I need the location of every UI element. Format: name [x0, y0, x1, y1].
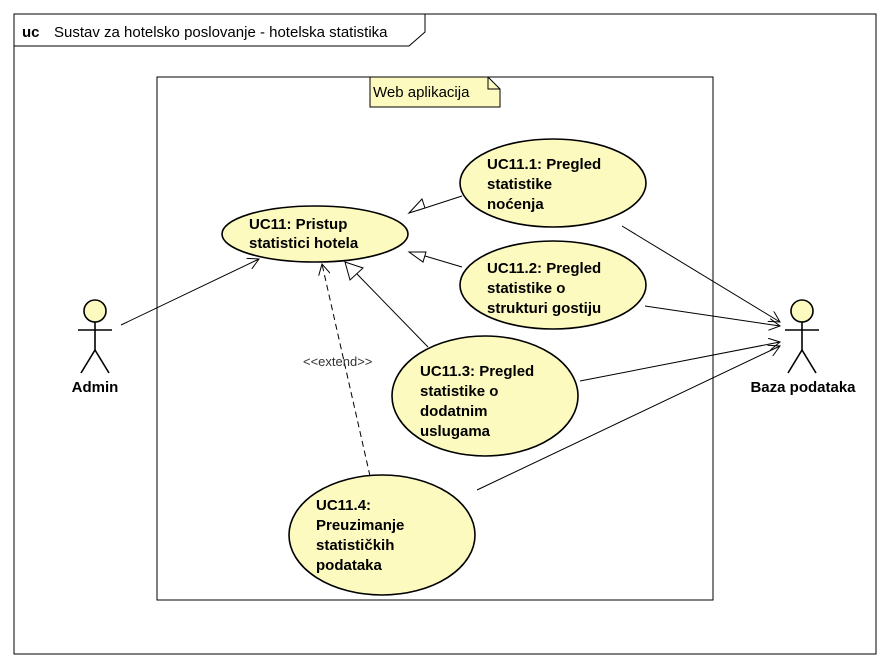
svg-text:UC11.3: Pregled statisti: UC11.3: Pregled statistike o dodatnim us…: [420, 363, 538, 440]
uc11-line-1: UC11: Pristup: [249, 216, 347, 233]
use-case-uc11[interactable]: UC11: Pristup statistici hotela: [221, 205, 409, 263]
actor-database[interactable]: Baza podataka: [750, 299, 856, 396]
svg-text:UC11: Pristup statistici: UC11: Pristup statistici hotela: [249, 216, 359, 252]
frame-title-tab: [13, 13, 426, 47]
association-admin-uc11: [120, 259, 259, 326]
use-case-uc11-3[interactable]: UC11.3: Pregled statistike o dodatnim us…: [391, 335, 579, 457]
svg-text:UC11.1: Pregled statisti: UC11.1: Pregled statistike noćenja: [487, 156, 605, 213]
use-case-uc11-4[interactable]: UC11.4: Preuzimanje statističkih podatak…: [288, 474, 476, 596]
relationships: <<extend>>: [120, 195, 780, 491]
stick-figure-icon: [785, 299, 819, 374]
association-uc11-4-database: [476, 346, 780, 491]
stick-figure-icon: [78, 299, 112, 374]
uc11-1-line-3: noćenja: [487, 196, 544, 213]
association-uc11-2-database: [644, 305, 780, 326]
svg-text:UC11.2: Pregled statisti: UC11.2: Pregled statistike o strukturi g…: [487, 260, 605, 317]
use-case-uc11-2[interactable]: UC11.2: Pregled statistike o strukturi g…: [459, 240, 647, 330]
svg-text:UC11.4: Preuzimanje: UC11.4: Preuzimanje statističkih podatak…: [316, 497, 409, 574]
uc11-line-2: statistici hotela: [249, 235, 359, 252]
note-fold-icon: [487, 77, 500, 90]
frame-title: Sustav za hotelsko poslovanje - hotelska…: [54, 24, 388, 41]
frame-keyword: uc: [22, 24, 40, 41]
uc11-3-line-2: statistike o: [420, 383, 498, 400]
association-uc11-1-database: [621, 225, 780, 322]
system-note: [369, 76, 501, 108]
uc11-3-line-4: uslugama: [420, 423, 491, 440]
generalization-uc11-1: [407, 195, 463, 215]
uc11-2-line-2: statistike o: [487, 280, 565, 297]
uc11-4-line-3: statističkih: [316, 537, 394, 554]
use-case-uc11-1[interactable]: UC11.1: Pregled statistike noćenja: [459, 138, 647, 228]
uc11-4-line-1: UC11.4:: [316, 497, 371, 514]
actor-admin-label: Admin: [72, 379, 119, 396]
uc11-2-line-3: strukturi gostiju: [487, 300, 601, 317]
generalization-uc11-2: [407, 251, 463, 268]
association-uc11-3-database: [579, 342, 780, 382]
uc11-3-line-3: dodatnim: [420, 403, 488, 420]
system-name: Web aplikacija: [373, 84, 470, 101]
actor-admin[interactable]: Admin: [72, 299, 119, 396]
uc11-1-line-1: UC11.1: Pregled: [487, 156, 601, 173]
uc11-4-line-4: podataka: [316, 557, 383, 574]
generalization-uc11-3: [344, 261, 429, 348]
actor-database-label: Baza podataka: [750, 379, 856, 396]
uc11-4-line-2: Preuzimanje: [316, 517, 404, 534]
uc11-1-line-2: statistike: [487, 176, 552, 193]
extend-label: <<extend>>: [303, 354, 372, 369]
uc11-3-line-1: UC11.3: Pregled: [420, 363, 534, 380]
extend-dependency: [322, 264, 371, 477]
uc11-2-line-1: UC11.2: Pregled: [487, 260, 601, 277]
